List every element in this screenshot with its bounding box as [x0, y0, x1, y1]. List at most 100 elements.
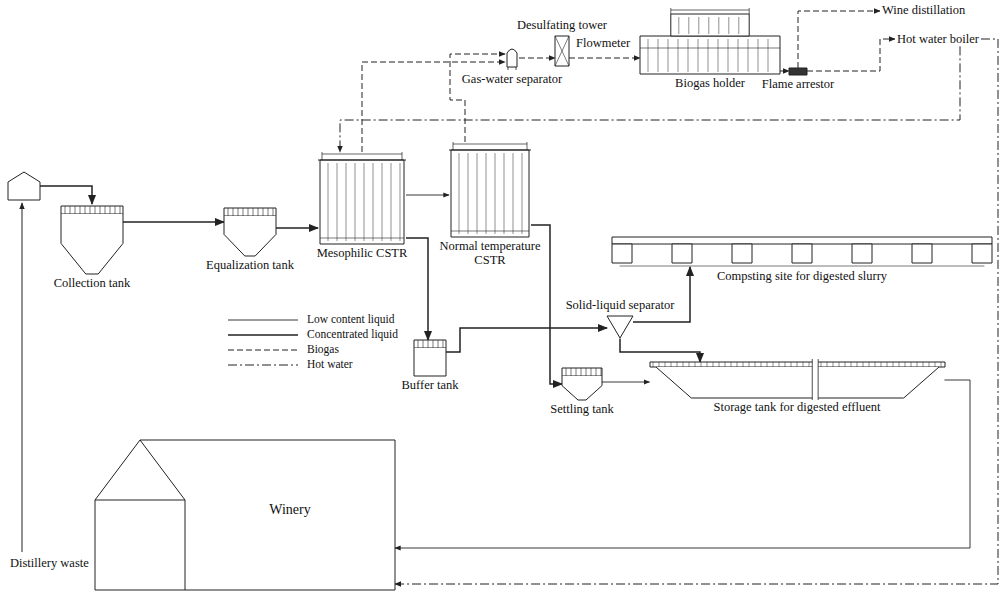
equipment-stroke	[508, 67, 516, 70]
equipment-drawing	[640, 8, 780, 74]
equipment-stroke	[784, 362, 785, 367]
equipment-stroke	[732, 244, 752, 263]
pipe-line	[519, 58, 555, 59]
equipment-stroke	[109, 206, 110, 214]
equipment-outline	[650, 362, 945, 398]
equipment-stroke	[453, 142, 527, 150]
equipment-stroke	[758, 39, 759, 72]
equipment-stroke	[427, 340, 428, 348]
equipment-stroke	[652, 362, 653, 367]
legend-line	[228, 364, 298, 365]
equipment-stroke	[832, 362, 833, 367]
equipment-stroke	[320, 238, 404, 239]
equipment-stroke	[451, 231, 529, 232]
equipment-stroke	[99, 206, 100, 214]
equipment-stroke	[451, 150, 529, 237]
equipment-stroke	[912, 244, 932, 263]
equipment-stroke	[678, 17, 679, 34]
equipment-stroke	[442, 340, 443, 348]
equipment-stroke	[562, 368, 602, 376]
equipment-stroke	[267, 208, 268, 216]
equipment-label: Settling tank	[548, 402, 616, 416]
equipment-stroke	[838, 362, 839, 367]
equipment-stroke	[718, 17, 719, 34]
equipment-stroke	[590, 368, 591, 376]
legend-row: Low content liquid	[228, 312, 400, 327]
equipment-stroke	[507, 49, 517, 67]
legend: Low content liquidConcentrated liquidBio…	[228, 312, 400, 372]
equipment-label: Collection tank	[52, 276, 133, 290]
equipment-stroke	[792, 244, 812, 263]
equipment-stroke	[766, 362, 767, 367]
equipment-stroke	[318, 160, 406, 161]
equipment-stroke	[327, 163, 328, 241]
equipment-stroke	[336, 163, 337, 241]
equipment-stroke	[892, 362, 893, 367]
equipment-label: Gas-water separator	[460, 72, 564, 86]
equipment-label: Wine distillation	[880, 3, 967, 17]
equipment-outline	[61, 206, 123, 274]
equipment-drawing	[414, 340, 446, 376]
equipment-node: Equalization tank	[204, 208, 296, 272]
equipment-stroke	[74, 206, 75, 214]
equipment-stroke	[322, 152, 402, 160]
equipment-stroke	[698, 39, 699, 72]
equipment-stroke	[555, 36, 569, 66]
equipment-stroke	[585, 368, 586, 376]
equipment-node: Mesophilic CSTR	[315, 152, 410, 260]
equipment-stroke	[688, 39, 689, 72]
equipment-stroke	[89, 206, 90, 214]
equipment-label: Buffer tank	[399, 378, 460, 392]
equipment-stroke	[345, 163, 346, 241]
equipment-stroke	[437, 340, 438, 348]
equipment-stroke	[802, 362, 803, 367]
equipment-drawing	[224, 208, 276, 256]
equipment-stroke	[555, 36, 569, 66]
equipment-stroke	[119, 206, 120, 214]
legend-line	[228, 349, 298, 350]
equipment-stroke	[658, 362, 659, 367]
equipment-stroke	[565, 368, 566, 376]
equipment-stroke	[718, 362, 719, 367]
equipment-label: Normal temperature CSTR	[436, 239, 545, 268]
equipment-stroke	[95, 440, 185, 590]
equipment-stroke	[874, 362, 875, 367]
equipment-stroke	[495, 153, 496, 234]
equipment-stroke	[232, 208, 233, 216]
equipment-stroke	[390, 163, 391, 241]
equipment-label: Flame arrestor	[760, 77, 837, 91]
equipment-stroke	[820, 362, 821, 367]
equipment-drawing	[562, 368, 602, 400]
equipment-stroke	[852, 244, 872, 263]
equipment-drawing	[318, 152, 406, 244]
equipment-stroke	[712, 362, 713, 367]
equipment-stroke	[417, 340, 418, 348]
equipment-stroke	[694, 362, 695, 367]
equipment-stroke	[672, 244, 692, 263]
flow-label: Distillery waste	[8, 556, 91, 570]
equipment-stroke	[708, 39, 709, 72]
equipment-outline	[414, 340, 446, 376]
equipment-stroke	[320, 160, 404, 244]
equipment-stroke	[904, 362, 905, 367]
equipment-stroke	[880, 362, 881, 367]
equipment-node: Buffer tank	[399, 340, 460, 392]
equipment-stroke	[718, 39, 719, 72]
equipment-stroke	[682, 362, 683, 367]
equipment-stroke	[796, 362, 797, 367]
equipment-stroke	[640, 48, 780, 49]
equipment-stroke	[272, 208, 273, 216]
equipment-stroke	[114, 206, 115, 214]
equipment-stroke	[600, 368, 601, 376]
equipment-stroke	[61, 206, 123, 214]
legend-row: Hot water	[228, 357, 400, 372]
equipment-drawing	[555, 36, 569, 66]
legend-line	[228, 334, 298, 336]
equipment-stroke	[934, 362, 935, 367]
pipe-line	[450, 54, 505, 142]
equipment-stroke	[504, 153, 505, 234]
equipment-stroke	[449, 150, 531, 151]
equipment-label: Biogas holder	[673, 76, 747, 90]
legend-row: Biogas	[228, 342, 400, 357]
equipment-stroke	[399, 163, 400, 241]
